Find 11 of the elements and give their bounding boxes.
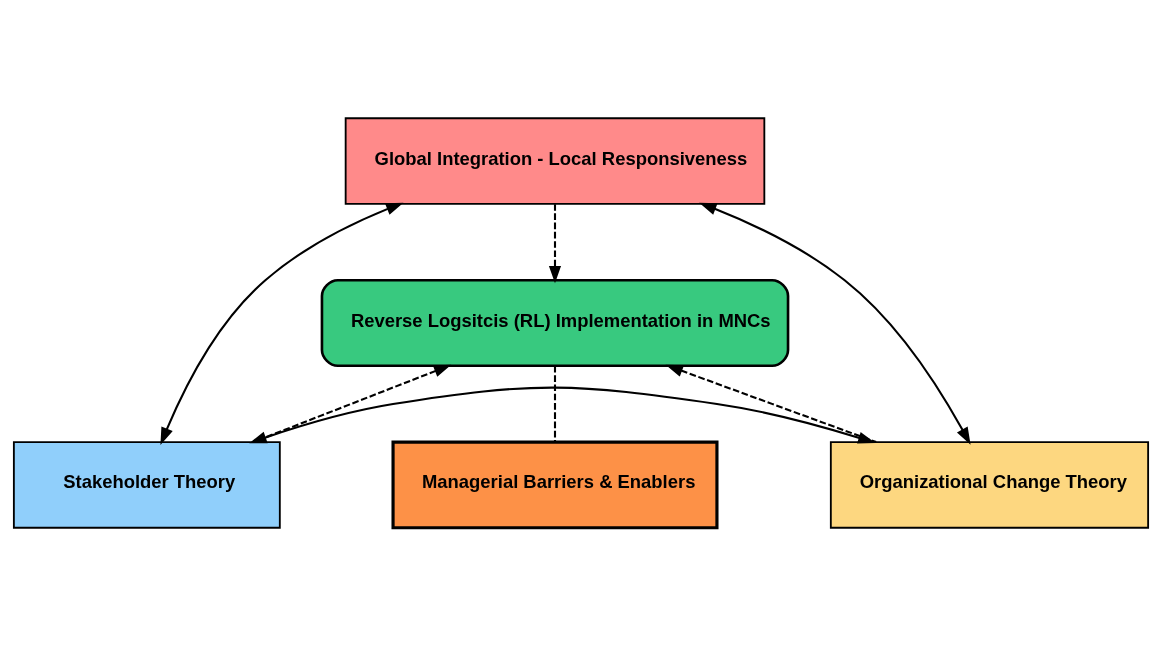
arrow <box>699 202 971 445</box>
arrow <box>665 364 877 444</box>
node-box: Global Integration - Local Responsiveness <box>344 117 766 205</box>
arrow <box>548 204 562 284</box>
node-box: Organizational Change Theory <box>829 441 1150 529</box>
connector <box>553 366 557 443</box>
arrow <box>160 202 404 445</box>
node-box: Reverse Logsitcis (RL) Implementation in MNCs <box>320 278 790 368</box>
node-box: Stakeholder Theory <box>12 441 281 529</box>
node-box: Managerial Barriers & Enablers <box>391 440 719 530</box>
arrow <box>249 386 876 444</box>
